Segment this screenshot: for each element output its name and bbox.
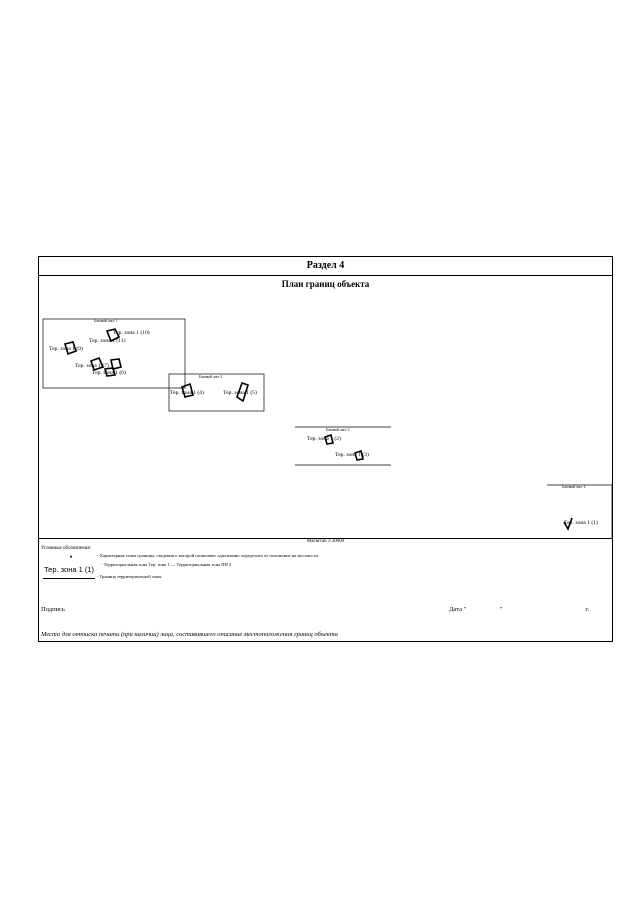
zone-label-10: Тер. зона 1 (10) xyxy=(113,330,150,336)
base-sheet-frame-2 xyxy=(168,373,265,412)
section-title: Раздел 4 xyxy=(39,257,612,276)
zone-polygon-5 xyxy=(236,381,249,403)
legend-boundary-line-sample xyxy=(43,578,95,579)
base-sheet-title-3: Базовый лист 3 xyxy=(326,428,350,432)
zone-polygon-2 xyxy=(324,433,334,445)
zone-label-3: Тер. зона 1 (3) xyxy=(335,452,369,458)
base-sheet-title-2: Базовый лист 2 xyxy=(199,375,223,379)
legend-item-territorial-zone: - Территориальная зона Тер. зона 1 — Тер… xyxy=(101,562,232,567)
boundary-point-marker: ● xyxy=(69,554,73,559)
document-frame: Раздел 4 План границ объекта Базовый лис… xyxy=(38,256,613,642)
zone-polygon-3 xyxy=(354,449,364,461)
zone-polygon-6 xyxy=(103,367,117,377)
zone-label-1: Тер. зона 1 (1) xyxy=(564,520,598,526)
zone-label-7: Тер. зона 1 (7) xyxy=(75,363,109,369)
legend-zone-sample-label: Тер. зона 1 (1) xyxy=(44,565,95,574)
zone-label-4: Тер. зона 1 (4) xyxy=(170,390,204,396)
zone-label-11: Тер. зона 1 (11) xyxy=(89,338,126,344)
map-drawing xyxy=(42,318,612,539)
legend-item-zone-boundary: - Граница территориальной зоны xyxy=(97,574,162,579)
map-bottom-divider xyxy=(39,538,612,539)
signature-label: Подпись xyxy=(41,606,65,613)
zone-label-5: Тер. зона 1 (5) xyxy=(223,390,257,396)
legend-title: Условные обозначения: xyxy=(41,546,92,551)
zone-polygon-10 xyxy=(105,328,121,343)
zone-label-9: Тер. зона 1 (9) xyxy=(49,346,83,352)
base-sheet-frame-4 xyxy=(547,484,612,539)
zone-polygon-1 xyxy=(563,517,573,531)
zone-polygon-9 xyxy=(63,341,78,356)
date-mid: " xyxy=(499,606,503,613)
zone-polygon-4 xyxy=(181,382,194,398)
boundary-plan-map: Базовый лист 1 Базовый лист 2 Базовый ли… xyxy=(39,293,612,539)
scale-label: Масштаб 1:30000 xyxy=(306,539,345,544)
stamp-place-note: Место для оттиска печати (при наличии) л… xyxy=(41,631,338,638)
date-prefix: Дата " xyxy=(449,606,467,613)
zone-label-2: Тер. зона 1 (2) xyxy=(307,436,341,442)
legend-item-boundary-point: - Характерная точка границы, сведения о … xyxy=(97,553,318,558)
zone-label-6: Тер. зона 1 (6) xyxy=(92,370,126,376)
zone-polygon-8 xyxy=(89,356,105,372)
base-sheet-title-4: Базовый лист 4 xyxy=(562,485,586,489)
plan-title: План границ объекта xyxy=(281,279,370,289)
date-suffix: г. xyxy=(585,606,589,613)
date-label: Дата " " г. xyxy=(449,606,589,614)
zone-polygon-7 xyxy=(110,358,122,370)
base-sheet-frame-1 xyxy=(42,318,186,389)
base-sheet-title-1: Базовый лист 1 xyxy=(94,319,118,323)
